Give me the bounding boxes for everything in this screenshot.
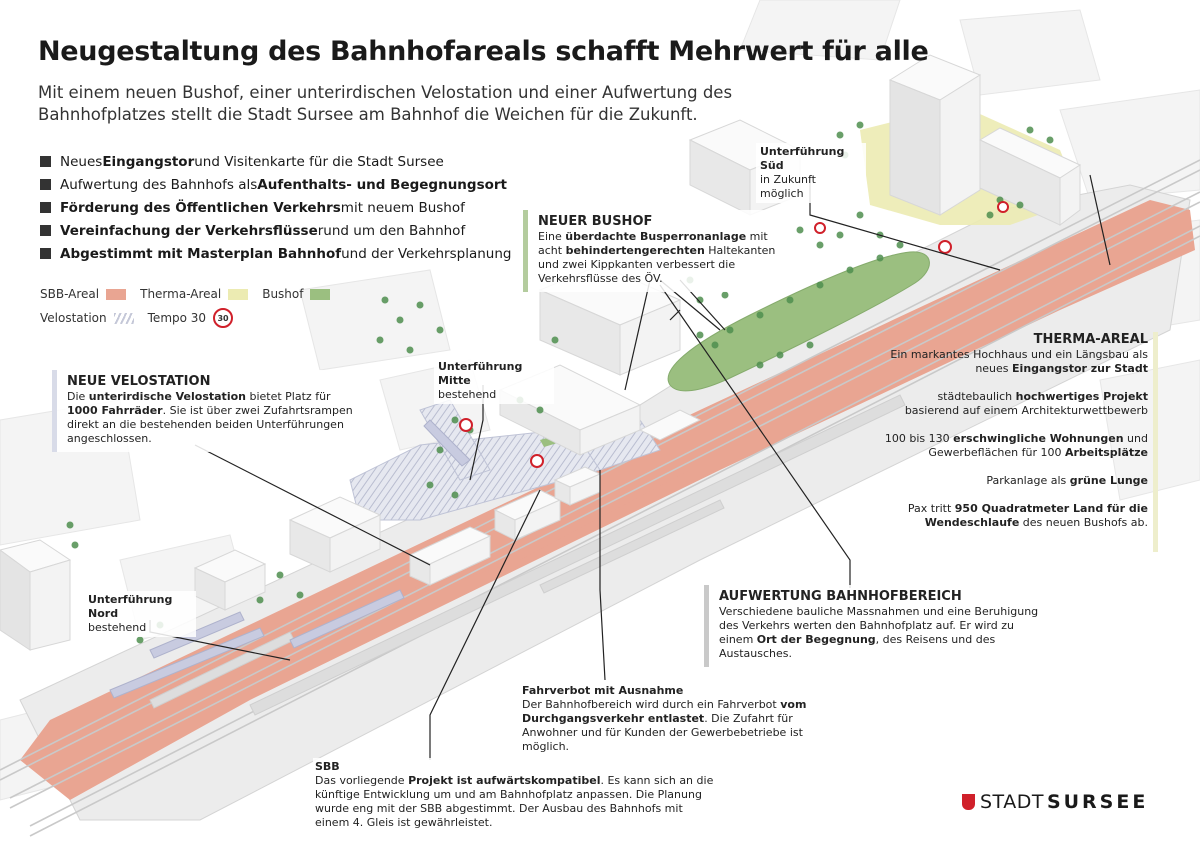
tempo-30-markers: [459, 201, 1009, 468]
list-item: Vereinfachung der Verkehrsflüsse rund um…: [40, 219, 520, 242]
page-subtitle: Mit einem neuen Bushof, einer unterirdis…: [38, 83, 733, 124]
legend-swatch-velostation: [113, 312, 134, 324]
key-points-list: Neues Eingangstor und Visitenkarte für d…: [40, 150, 520, 265]
legend-label-tempo: Tempo 30: [147, 311, 207, 325]
legend-label-velostation: Velostation: [40, 311, 107, 325]
label-unterfuehrung-mitte: Unterführung Mitte bestehend: [434, 358, 554, 404]
legend-label-therma: Therma-Areal: [140, 287, 222, 301]
info-box-fahrverbot: Fahrverbot mit Ausnahme Der Bahnhofberei…: [520, 682, 840, 756]
legend-swatch-sbb: [106, 288, 127, 300]
list-item: Neues Eingangstor und Visitenkarte für d…: [40, 150, 520, 173]
legend-swatch-bushof: [310, 288, 331, 300]
trees: [66, 121, 1054, 644]
platforms: [149, 394, 906, 716]
legend-swatch-therma: [228, 288, 249, 300]
tempo-30-sign-icon: 30: [213, 308, 234, 328]
bullet-square-icon: [40, 179, 51, 190]
bullet-square-icon: [40, 225, 51, 236]
info-box-bushof: NEUER BUSHOF Eine überdachte Busperronan…: [523, 210, 785, 292]
list-item: Förderung des Öffentlichen Verkehrs mit …: [40, 196, 520, 219]
list-item: Abgestimmt mit Masterplan Bahnhof und de…: [40, 242, 520, 265]
info-box-therma: THERMA-AREAL Ein markantes Hochhaus und …: [884, 332, 1148, 529]
info-box-velostation: NEUE VELOSTATION Die unterirdische Velos…: [52, 370, 362, 452]
bushof-platform: [667, 251, 930, 392]
bullet-square-icon: [40, 202, 51, 213]
buildings: [0, 54, 1082, 651]
label-unterfuehrung-nord: Unterführung Nord bestehend: [84, 591, 196, 637]
bullet-square-icon: [40, 156, 51, 167]
velostation-ramps: [109, 419, 471, 699]
label-unterfuehrung-sued: Unterführung Süd in Zukunft möglich: [756, 143, 866, 203]
map-legend: SBB-Areal Therma-Areal Bushof Velostatio…: [40, 282, 344, 330]
stadt-sursee-logo: STADT SURSEE: [962, 791, 1148, 813]
list-item: Aufwertung des Bahnhofs als Aufenthalts-…: [40, 173, 520, 196]
therma-accent-bar: [1153, 332, 1158, 552]
coat-of-arms-icon: [962, 794, 975, 810]
legend-label-bushof: Bushof: [262, 287, 304, 301]
bullet-square-icon: [40, 248, 51, 259]
page-title: Neugestaltung des Bahnhofareals schafft …: [38, 36, 929, 67]
info-box-aufwertung: AUFWERTUNG BAHNHOFBEREICH Verschiedene b…: [704, 585, 1049, 667]
info-box-sbb: SBB Das vorliegende Projekt ist aufwärts…: [313, 758, 718, 832]
legend-label-sbb: SBB-Areal: [40, 287, 100, 301]
